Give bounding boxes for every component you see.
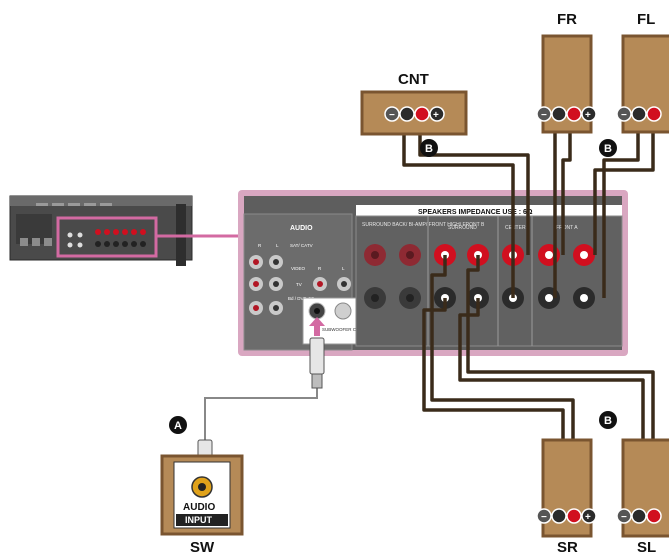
subwoofer-plug-top bbox=[309, 337, 325, 375]
svg-text:+: + bbox=[585, 110, 591, 121]
subwoofer-input-label: INPUT bbox=[185, 515, 213, 525]
svg-text:+: + bbox=[433, 110, 439, 121]
panel-bd-dvd-cd: Bd / DVD CD bbox=[288, 296, 315, 301]
panel-audio-label: AUDIO bbox=[290, 225, 313, 232]
panel-audio-r: R bbox=[258, 243, 262, 248]
surround-right-speaker: − + bbox=[536, 438, 597, 538]
svg-text:−: − bbox=[621, 512, 627, 523]
panel-front-a: FRONT A bbox=[556, 225, 578, 231]
receiver-front-view bbox=[9, 195, 193, 266]
panel-surround: SURROUND bbox=[448, 225, 477, 231]
surround-right-speaker-label: SR bbox=[557, 539, 578, 556]
panel-audio-l: L bbox=[276, 243, 279, 248]
subwoofer-cable bbox=[204, 386, 318, 440]
svg-text:−: − bbox=[541, 110, 547, 121]
panel-sat-catv: SAT/ CATV bbox=[290, 243, 313, 248]
audio-jacks bbox=[249, 255, 351, 315]
rear-panel: AUDIO R L SAT/ CATV VIDEO TV Bd / DVD CD… bbox=[238, 190, 628, 356]
front-right-speaker-label: FR bbox=[557, 11, 577, 28]
panel-speakers-header: SPEAKERS IMPEDANCE USE : 6Ω bbox=[418, 209, 533, 216]
marker-b-center: B bbox=[420, 139, 438, 157]
panel-subwoofer-out: SUBWOOFER OUT bbox=[322, 327, 363, 332]
front-left-speaker-label: FL bbox=[637, 11, 655, 28]
svg-text:B: B bbox=[425, 143, 433, 155]
svg-text:A: A bbox=[174, 420, 182, 432]
subwoofer bbox=[160, 454, 244, 536]
svg-text:−: − bbox=[621, 110, 627, 121]
subwoofer-out-arrow bbox=[309, 317, 325, 336]
speaker-cables bbox=[402, 121, 655, 508]
panel-tv: TV bbox=[296, 282, 302, 287]
subwoofer-label: SW bbox=[190, 539, 215, 556]
surround-left-speaker-label: SL bbox=[637, 539, 656, 556]
svg-text:−: − bbox=[389, 110, 395, 121]
receiver-mini-terminals bbox=[67, 229, 146, 248]
surround-left-speaker: − bbox=[616, 438, 669, 538]
svg-text:+: + bbox=[585, 512, 591, 523]
marker-b-front: B bbox=[599, 139, 617, 157]
center-speaker-label: CNT bbox=[398, 71, 429, 88]
marker-b-surround: B bbox=[599, 411, 617, 429]
front-right-speaker: − + bbox=[536, 34, 597, 134]
panel-center: CENTER bbox=[505, 225, 526, 231]
marker-a: A bbox=[169, 416, 187, 434]
front-left-speaker: − bbox=[616, 34, 669, 134]
panel-l-2: L bbox=[342, 266, 345, 271]
center-speaker: − + bbox=[360, 90, 468, 136]
panel-video: VIDEO bbox=[291, 266, 306, 271]
panel-r-2: R bbox=[318, 266, 322, 271]
svg-text:B: B bbox=[604, 143, 612, 155]
subwoofer-audio-label: AUDIO bbox=[183, 502, 215, 513]
panel-surround-back: SURROUND BACK/ BI-AMP/ FRONT HIGH/ FRONT… bbox=[362, 222, 485, 228]
svg-text:−: − bbox=[541, 512, 547, 523]
svg-text:B: B bbox=[604, 415, 612, 427]
